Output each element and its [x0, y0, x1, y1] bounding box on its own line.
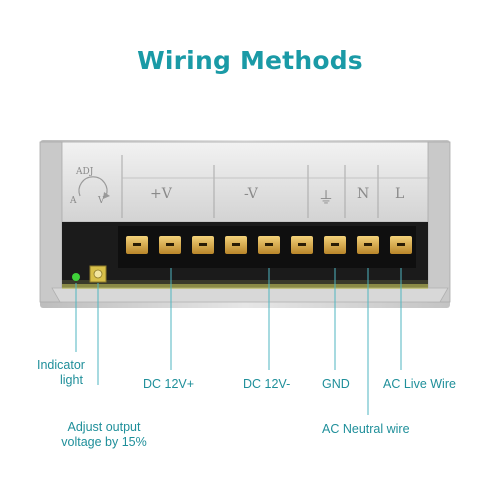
indicator-line-2: light [60, 373, 83, 387]
dc-minus-label: DC 12V- [243, 377, 291, 391]
ac-neutral-label: AC Neutral wire [322, 422, 410, 436]
terminal-label-n: N [357, 186, 370, 202]
right-fold [427, 141, 451, 303]
indicator-line-1: Indicator [37, 358, 85, 372]
top-cover [51, 141, 449, 223]
terminal-label-plus-v: +V [150, 186, 172, 202]
leader-lines [75, 268, 402, 415]
adjust-line-1: Adjust output [67, 420, 141, 434]
terminal-label-l: L [395, 186, 405, 202]
ground-icon: ⏚ [318, 188, 335, 207]
dc-plus-label: DC 12V+ [143, 377, 195, 391]
adj-label: ADJ [76, 167, 94, 177]
terminal-screws [126, 236, 412, 254]
indicator-led [72, 273, 80, 281]
adjust-line-2: voltage by 15% [61, 435, 147, 449]
ac-live-label: AC Live Wire [383, 377, 456, 391]
adjust-voltage-label: Adjust output voltage by 15% [44, 420, 164, 450]
terminal-label-minus-v: -V [244, 186, 258, 202]
adj-minus-mark: A [70, 196, 77, 206]
bottom-lip [51, 287, 449, 303]
adj-plus-mark: V [98, 196, 105, 206]
left-fold [39, 141, 63, 303]
gnd-label: GND [322, 377, 350, 391]
page-title: Wiring Methods [137, 46, 363, 75]
adjust-knob-marking [78, 176, 110, 199]
indicator-light-label: Indicator light [37, 358, 85, 388]
